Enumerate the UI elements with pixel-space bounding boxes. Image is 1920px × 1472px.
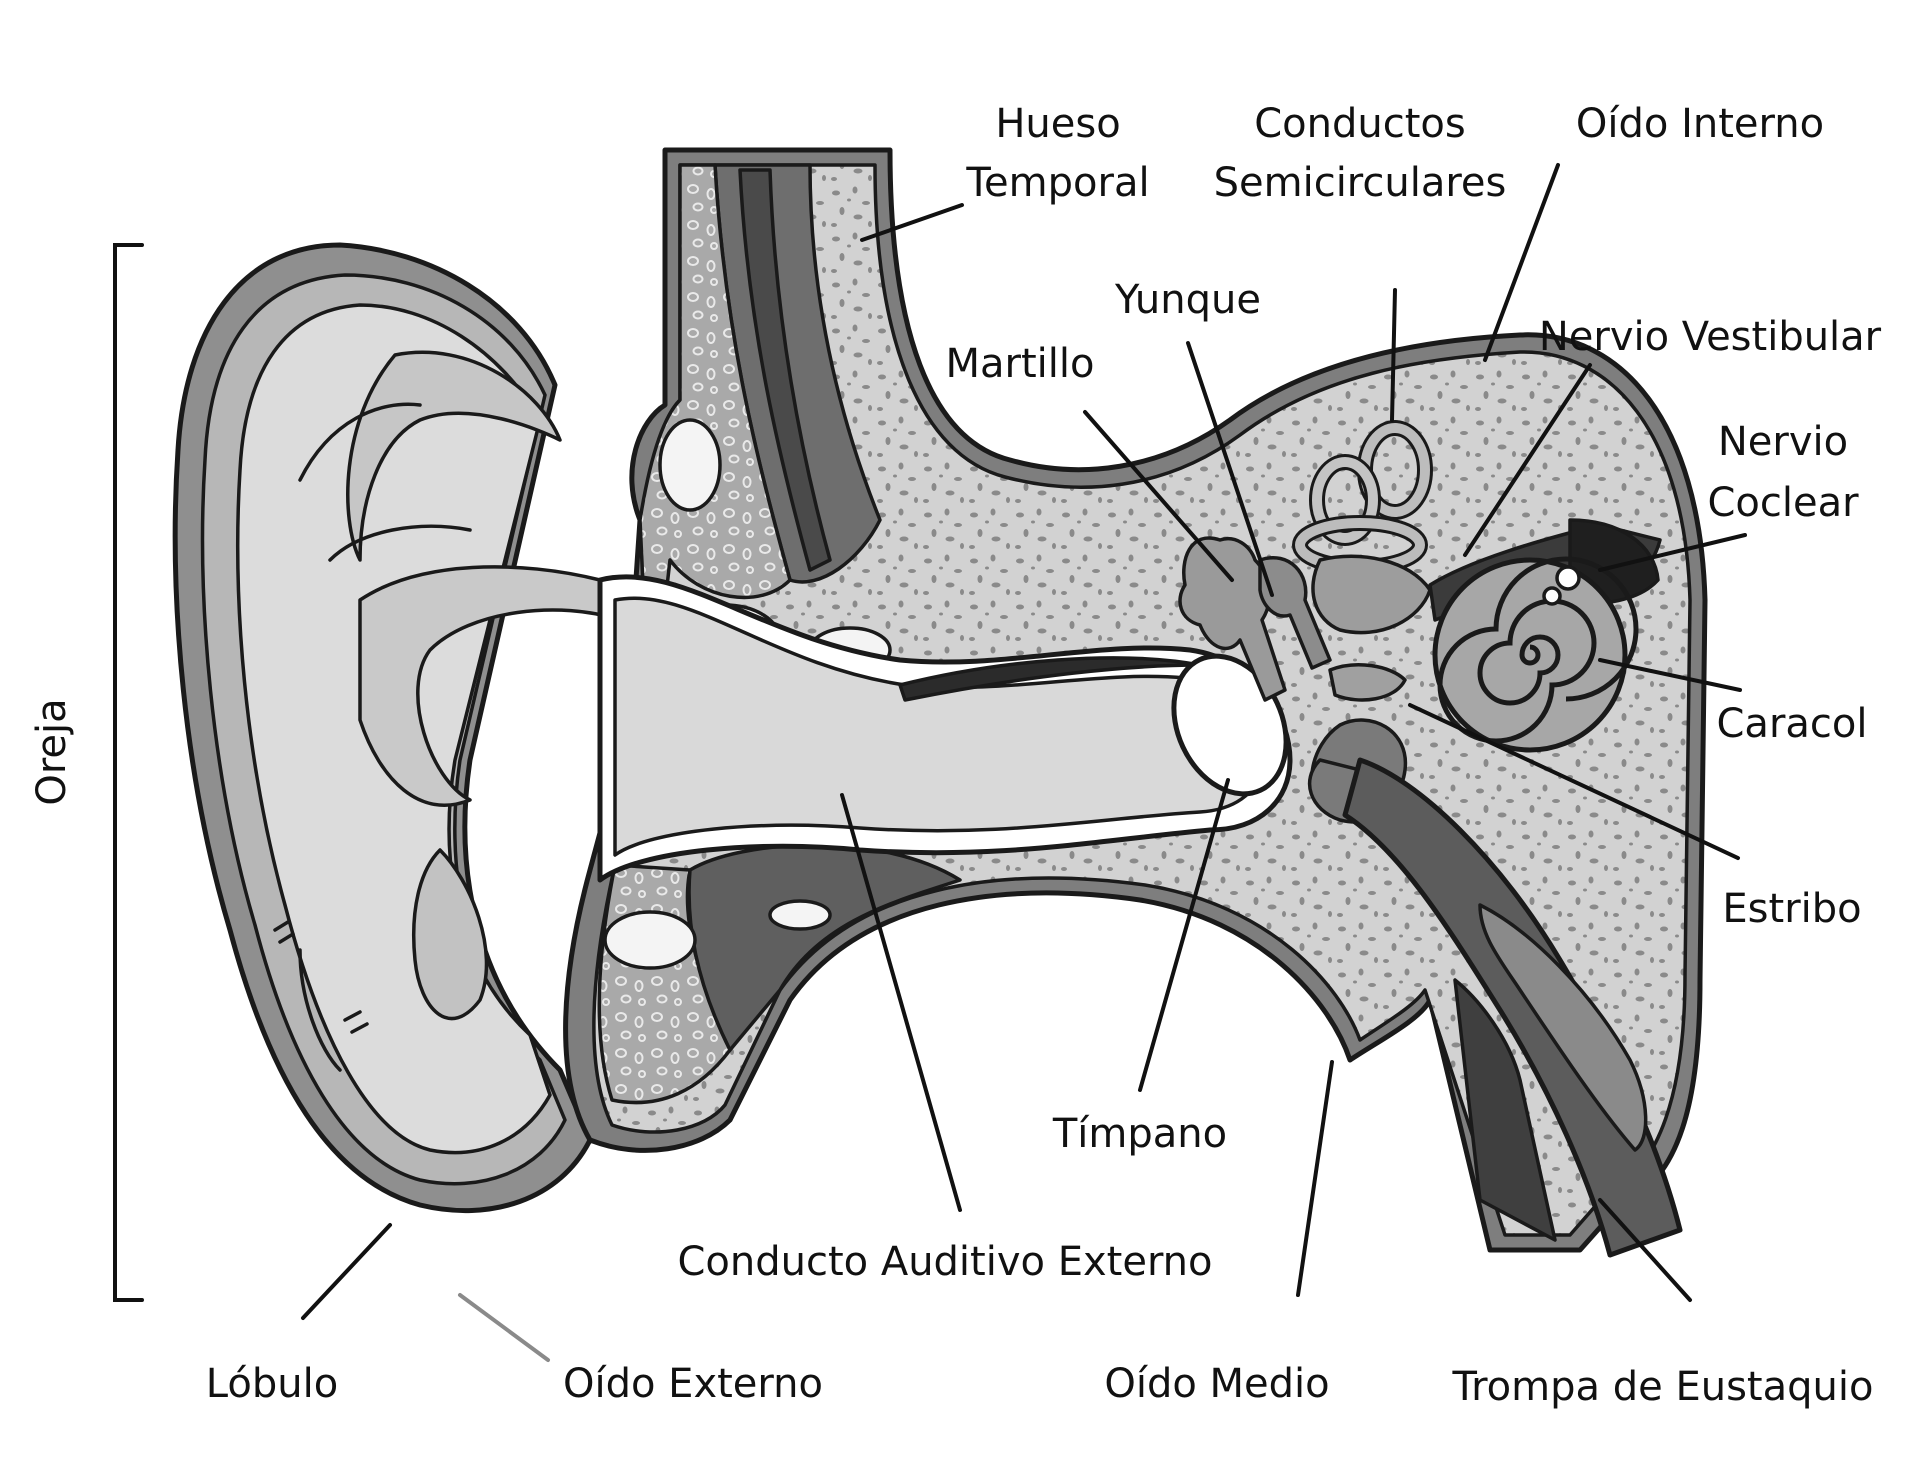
concha xyxy=(358,565,622,807)
label-nervio: Nervio xyxy=(1718,419,1848,465)
leader-conductos-semicirculares xyxy=(1390,288,1397,422)
cochlea-spiral xyxy=(1437,556,1639,744)
leader-conducto-auditivo xyxy=(840,793,962,1212)
label-oreja: Oreja xyxy=(29,698,75,805)
eardrum-group xyxy=(1171,653,1289,797)
label-temporal: Temporal xyxy=(965,160,1149,206)
label-estribo: Estribo xyxy=(1722,886,1861,932)
inner-ear xyxy=(1292,420,1662,753)
leader-oido-interno xyxy=(1483,163,1560,362)
leader-lines xyxy=(113,163,1747,1362)
leader-yunque xyxy=(1186,341,1274,597)
label-trompa-de-eustaquio: Trompa de Eustaquio xyxy=(1452,1364,1874,1410)
label-hueso: Hueso xyxy=(995,101,1120,147)
cochlea xyxy=(1432,557,1628,753)
label-semicirculares: Semicirculares xyxy=(1214,160,1507,206)
label-nervio-vestibular: Nervio Vestibular xyxy=(1539,314,1882,360)
vestibule xyxy=(1311,554,1432,635)
leader-timpano xyxy=(1138,778,1230,1092)
leader-nervio-coclear xyxy=(1598,533,1747,572)
leader-oido-externo xyxy=(458,1293,550,1362)
eustachian-tube xyxy=(1342,757,1683,1258)
oreja-bracket xyxy=(113,243,144,1302)
leader-estribo xyxy=(1408,703,1740,860)
eustachian-tube-body xyxy=(1342,757,1683,1258)
label-oido-externo: Oído Externo xyxy=(563,1361,823,1407)
label-lobulo: Lóbulo xyxy=(206,1361,338,1407)
leader-martillo xyxy=(1083,410,1234,582)
label-timpano: Tímpano xyxy=(1052,1111,1227,1157)
label-oido-medio: Oído Medio xyxy=(1104,1361,1329,1407)
leader-nervio-vestibular xyxy=(1463,363,1592,557)
leader-caracol xyxy=(1598,658,1742,692)
label-oido-interno: Oído Interno xyxy=(1576,101,1824,147)
pinna xyxy=(172,242,622,1214)
labels: Hueso Temporal Conductos Semicirculares … xyxy=(29,101,1882,1410)
leader-oido-medio xyxy=(1296,1060,1334,1297)
ear-canal xyxy=(597,574,1293,883)
incus xyxy=(1258,556,1332,670)
eardrum xyxy=(1171,653,1289,797)
label-martillo: Martillo xyxy=(946,341,1095,387)
leader-trompa xyxy=(1598,1198,1692,1302)
antitragus xyxy=(411,848,489,1021)
label-conducto-auditivo-externo: Conducto Auditivo Externo xyxy=(677,1239,1212,1285)
label-caracol: Caracol xyxy=(1717,701,1868,747)
label-coclear: Coclear xyxy=(1707,480,1859,526)
stapes xyxy=(1328,663,1407,702)
leader-lobulo xyxy=(301,1223,392,1320)
label-conductos: Conductos xyxy=(1254,101,1465,147)
leader-hueso-temporal xyxy=(860,203,964,242)
label-yunque: Yunque xyxy=(1114,277,1261,323)
